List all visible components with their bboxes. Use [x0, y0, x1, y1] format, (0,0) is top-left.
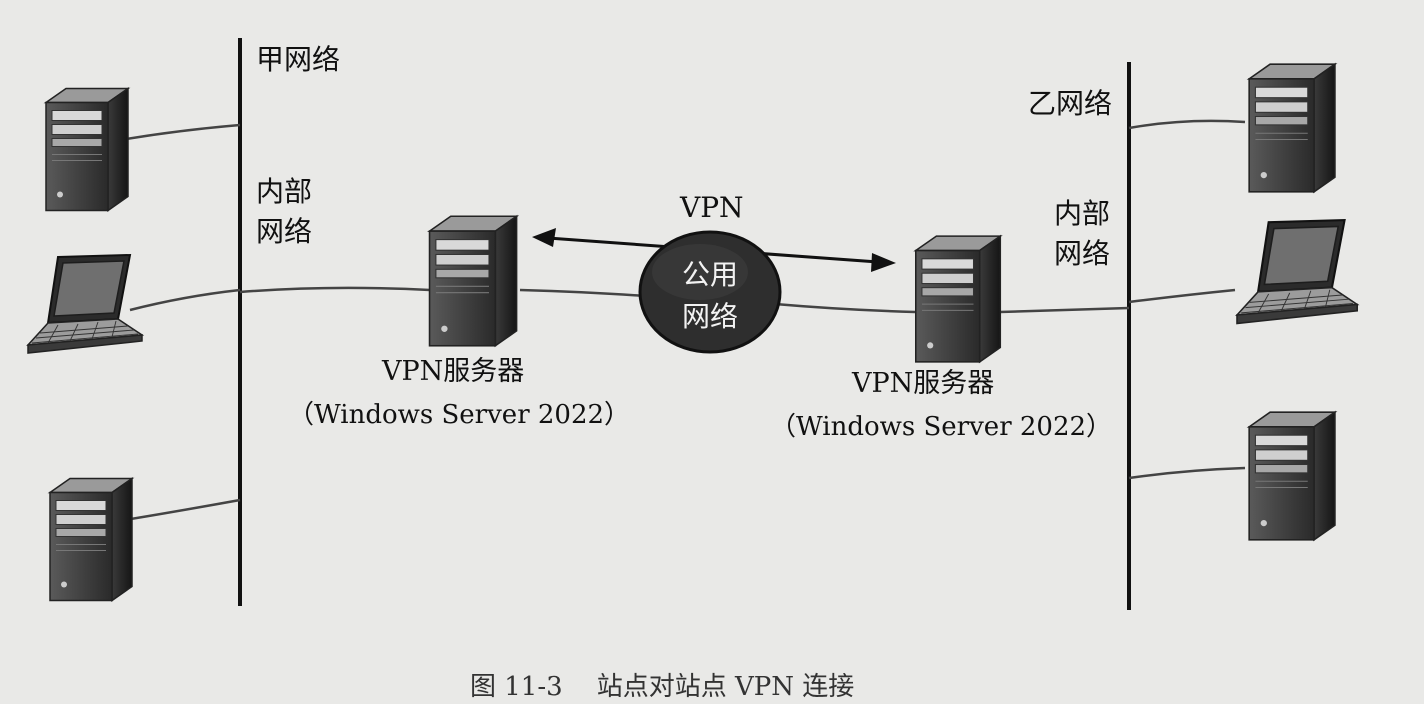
network-a-name: 甲网络: [256, 43, 341, 76]
server-a-subtitle: （Windows Server 2022）: [288, 400, 631, 430]
cloud-label-line2: 网络: [681, 300, 738, 333]
tower-server-icon: [914, 235, 1002, 363]
link-host-a2: [129, 288, 241, 312]
link-host-b3: [1128, 466, 1246, 480]
network-a-inner-line2: 网络: [256, 215, 313, 248]
link-server-b-bus: [999, 306, 1130, 314]
tower-server-icon: [428, 215, 518, 347]
link-host-a1: [119, 123, 241, 142]
laptop-icon: [1235, 219, 1359, 325]
network-a-inner-line1: 内部: [256, 175, 313, 208]
cloud-label-line1: 公用: [681, 258, 738, 291]
link-host-b1: [1128, 119, 1246, 130]
tower-server-icon: [45, 87, 129, 212]
server-b-title: VPN服务器: [852, 368, 995, 399]
tower-server-icon: [1248, 63, 1336, 193]
link-host-b2: [1128, 288, 1236, 304]
link-cloud-server-b: [774, 302, 916, 314]
figure-number: 图 11-3: [470, 672, 563, 702]
link-server-a-bus: [239, 286, 431, 294]
public-network-cloud-icon: [638, 230, 782, 354]
server-b-subtitle: （Windows Server 2022）: [770, 412, 1113, 442]
vpn-label: VPN: [680, 191, 744, 224]
tower-server-icon: [1248, 411, 1336, 541]
laptop-icon: [26, 253, 144, 355]
figure-title: 站点对站点 VPN 连接: [596, 672, 855, 702]
tower-server-icon: [49, 477, 133, 602]
network-b-inner-line2: 网络: [1054, 237, 1111, 270]
link-host-a3: [124, 498, 241, 522]
server-a-title: VPN服务器: [382, 356, 525, 387]
network-b-name: 乙网络: [1028, 87, 1113, 120]
figure-caption: 图 11-3 站点对站点 VPN 连接: [470, 666, 854, 703]
link-server-a-cloud: [519, 288, 646, 298]
network-b-inner-line1: 内部: [1054, 197, 1111, 230]
